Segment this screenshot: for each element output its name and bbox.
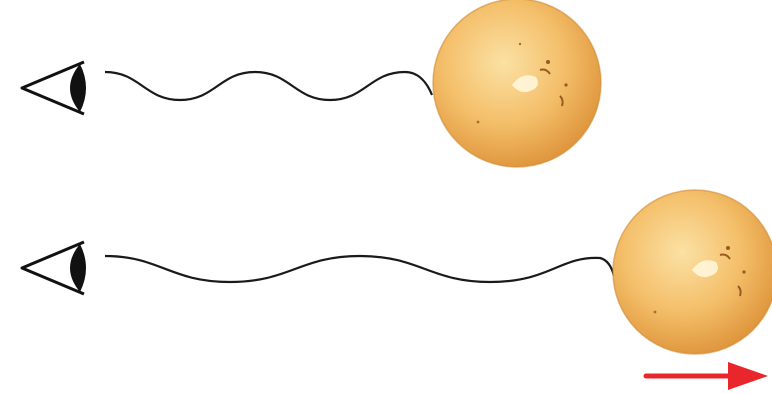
star-icon bbox=[433, 0, 601, 167]
star-icon bbox=[613, 190, 772, 354]
light-wave-short bbox=[105, 72, 432, 100]
eye-icon bbox=[22, 242, 86, 294]
arrow-right-icon bbox=[646, 362, 768, 390]
row-stationary-star bbox=[22, 0, 601, 167]
eye-icon bbox=[22, 62, 86, 114]
row-moving-star bbox=[22, 190, 772, 390]
light-wave-stretched bbox=[105, 256, 614, 282]
